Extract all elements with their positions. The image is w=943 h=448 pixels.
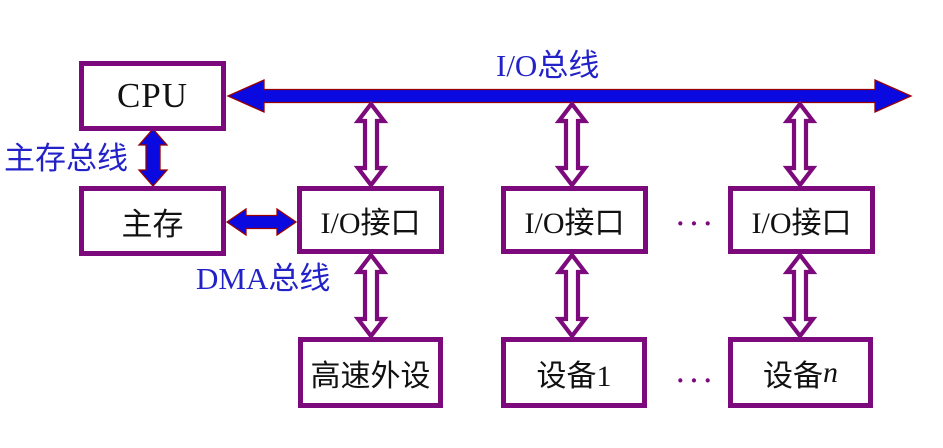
cpu-node-label: CPU [116, 76, 189, 115]
io-interface-1-to-peripheral-arrow [353, 251, 389, 340]
device-n-node-label: 设备 [763, 359, 823, 393]
memory-bus-double-arrow [137, 128, 169, 187]
high-speed-peripheral-node: 高速外设 [298, 337, 443, 408]
cpu-node: CPU [79, 61, 226, 131]
io-bus-double-arrow [226, 78, 913, 114]
io-interface-2-node: I/O接口 [501, 186, 648, 254]
ellipsis-interface-row: ··· [676, 209, 718, 238]
main-memory-node: 主存 [79, 186, 226, 256]
main-memory-node-label: 主存 [121, 206, 184, 242]
bus-to-io-interface-2-arrow [554, 100, 590, 189]
io-bus-label: I/O总线 [496, 48, 600, 83]
io-interface-3-node-label: I/O接口 [751, 207, 852, 240]
io-interface-3-node: I/O接口 [728, 186, 875, 254]
io-interface-1-node-label: I/O接口 [320, 207, 421, 240]
device-1-node: 设备1 [501, 337, 647, 408]
io-interface-2-to-device-1-arrow [554, 251, 590, 340]
io-interface-3-to-device-n-arrow [782, 251, 818, 340]
bus-to-io-interface-3-arrow [782, 100, 818, 189]
device-n-node-variable: n [823, 355, 838, 389]
io-interface-1-node: I/O接口 [297, 186, 444, 254]
dma-bus-label: DMA总线 [196, 261, 331, 296]
bus-to-io-interface-1-arrow [353, 100, 389, 189]
dma-bus-double-arrow [225, 207, 298, 237]
high-speed-peripheral-node-label: 高速外设 [310, 359, 431, 393]
ellipsis-device-row: ··· [676, 366, 718, 395]
main-memory-bus-label: 主存总线 [4, 141, 128, 176]
io-interface-2-node-label: I/O接口 [524, 207, 625, 240]
device-1-node-label: 设备1 [536, 359, 612, 393]
